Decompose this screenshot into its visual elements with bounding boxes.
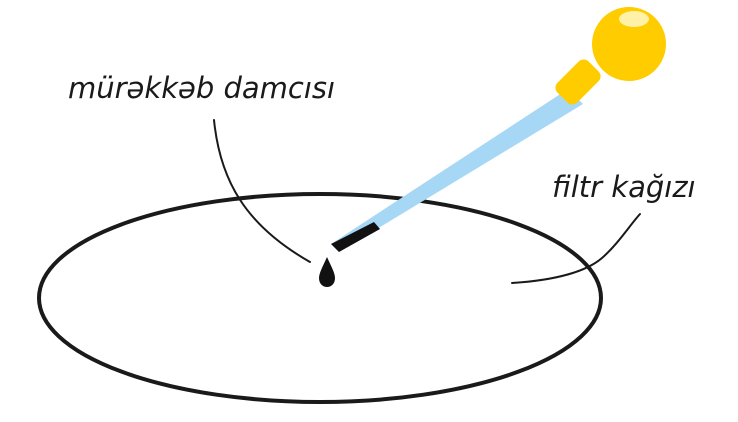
filter-paper-ellipse [37, 192, 603, 404]
ink-drop-label: mürəkkəb damcısı [68, 71, 335, 105]
filter-paper-leader-line [511, 213, 641, 284]
pipette-bulb-highlight [619, 11, 649, 27]
ink-drop-leader-line [213, 119, 311, 263]
ink-drop-icon [319, 257, 335, 287]
filter-paper-label: filtr kağızı [552, 170, 696, 204]
pipette-ink [331, 222, 380, 252]
pipette-collar [555, 59, 601, 105]
pipette-bulb [592, 7, 666, 81]
pipette-icon [331, 7, 666, 252]
pipette-tube [331, 89, 583, 252]
